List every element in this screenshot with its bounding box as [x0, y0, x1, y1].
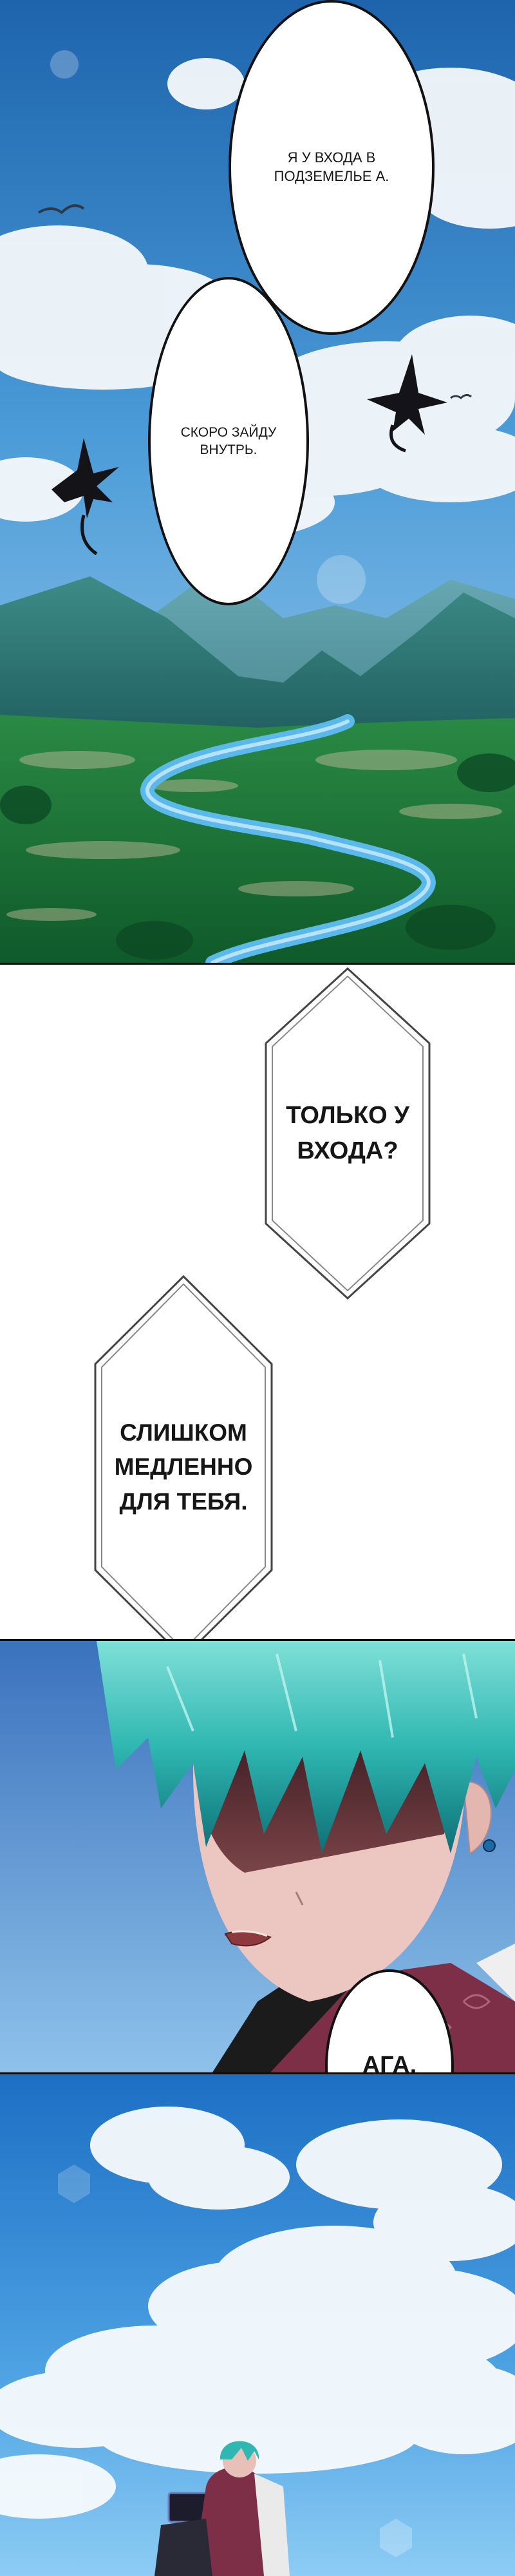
panel-dialogue-white: ТОЛЬКО У ВХОДА? СЛИШКОМ МЕДЛЕННО ДЛЯ ТЕБ…	[0, 965, 515, 1639]
sky-scene-illustration	[0, 2074, 515, 2576]
panel-character-closeup: АГА.	[0, 1641, 515, 2072]
dialogue-text-1: Я У ВХОДА В ПОДЗЕМЕЛЬЕ А.	[274, 149, 389, 184]
dialogue-text-2: СКОРО ЗАЙДУ ВНУТРЬ.	[180, 424, 277, 457]
thought-bubble-hex-1: ТОЛЬКО У ВХОДА?	[261, 966, 435, 1301]
speech-bubble-2: СКОРО ЗАЙДУ ВНУТРЬ.	[148, 277, 309, 605]
thought-bubble-hex-2: СЛИШКОМ МЕДЛЕННО ДЛЯ ТЕБЯ.	[90, 1274, 277, 1639]
dialogue-text-3: ТОЛЬКО У ВХОДА?	[286, 1101, 409, 1164]
dialogue-text-4: СЛИШКОМ МЕДЛЕННО ДЛЯ ТЕБЯ.	[114, 1419, 253, 1515]
panel-separator	[0, 1639, 515, 1641]
speech-bubble-1: Я У ВХОДА В ПОДЗЕМЕЛЬЕ А.	[229, 0, 435, 335]
hair	[97, 1641, 515, 1853]
sitting-character	[154, 2441, 290, 2576]
panel-landscape: Я У ВХОДА В ПОДЗЕМЕЛЬЕ А. СКОРО ЗАЙДУ ВН…	[0, 0, 515, 963]
bird-silhouette	[37, 204, 85, 214]
dialogue-text-5: АГА.	[362, 2052, 417, 2072]
clouds	[0, 2107, 515, 2519]
mountain-range	[0, 576, 515, 741]
panel-separator	[0, 963, 515, 965]
grass-field	[0, 715, 515, 963]
dragon-left-silhouette	[52, 438, 119, 556]
panel-separator	[0, 2072, 515, 2074]
dragon-right-silhouette	[367, 354, 447, 453]
panel-sky-sitting-figure	[0, 2074, 515, 2576]
earring	[483, 1839, 496, 1852]
